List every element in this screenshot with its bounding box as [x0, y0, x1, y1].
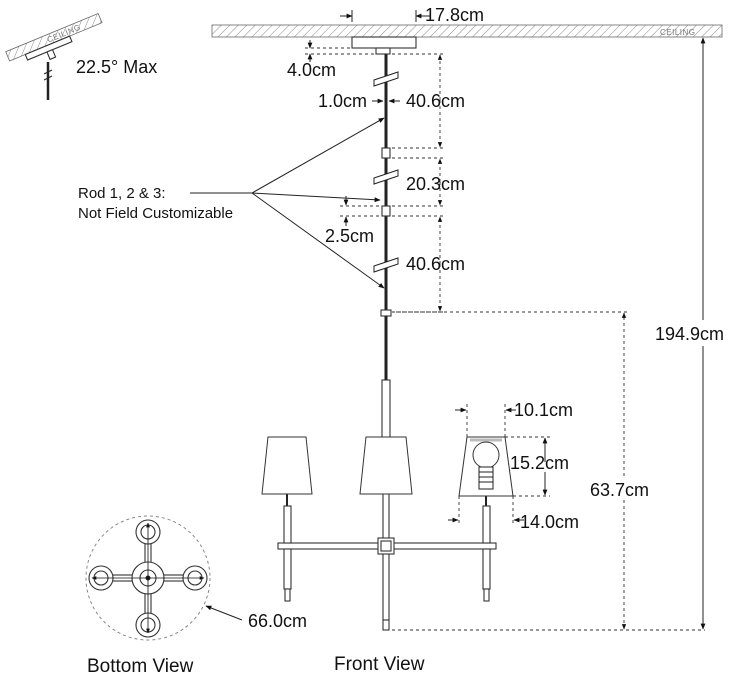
fixture-height-label: 63.7cm	[590, 480, 649, 500]
fixture-front-view	[261, 309, 514, 631]
bottom-view-caption: Bottom View	[87, 656, 194, 677]
rod3-length-dimension	[392, 215, 445, 313]
bottom-view	[85, 515, 211, 641]
left-shade	[261, 436, 313, 495]
shade-bottom-dimension	[448, 496, 524, 526]
front-view-caption: Front View	[334, 654, 425, 675]
shade-top-label: 10.1cm	[514, 400, 573, 420]
canopy-height-label: 4.0cm	[287, 60, 336, 80]
coupling-length-label: 2.5cm	[325, 226, 374, 246]
center-shade	[359, 436, 413, 495]
shade-height-dimension	[505, 436, 550, 497]
ceiling-label: CEILING	[660, 28, 696, 37]
fixture-height-dimension	[396, 311, 630, 630]
rod-note-line2: Not Field Customizable	[78, 205, 233, 222]
rod-note-leaders	[190, 117, 385, 289]
slope-max-label: 22.5° Max	[76, 57, 157, 77]
rod-note-line1: Rod 1, 2 & 3:	[78, 185, 166, 202]
rod1-length-label: 40.6cm	[406, 91, 465, 111]
shade-height-label: 15.2cm	[510, 453, 569, 473]
overall-height-label: 194.9cm	[655, 324, 724, 344]
sloped-ceiling-inset: CEILING	[5, 12, 103, 100]
rod1-length-dimension	[392, 53, 445, 149]
spread-label: 66.0cm	[248, 611, 307, 631]
ceiling-bar: CEILING	[211, 24, 723, 38]
stem-rods	[373, 54, 399, 312]
rod3-length-label: 40.6cm	[406, 254, 465, 274]
canopy-width-dimension	[340, 10, 430, 22]
rod-diameter-label: 1.0cm	[318, 91, 367, 111]
shade-top-dimension	[455, 404, 516, 437]
canopy-width-label: 17.8cm	[425, 5, 484, 25]
spread-dimension	[205, 605, 243, 621]
overall-height-dimension	[392, 37, 706, 631]
shade-bottom-label: 14.0cm	[520, 512, 579, 532]
rod2-length-dimension	[392, 157, 445, 207]
rod2-length-label: 20.3cm	[406, 174, 465, 194]
bulb	[472, 441, 500, 469]
canopy-height-dimension	[305, 40, 375, 62]
canopy	[351, 36, 417, 55]
coupling-dimension	[340, 196, 382, 226]
